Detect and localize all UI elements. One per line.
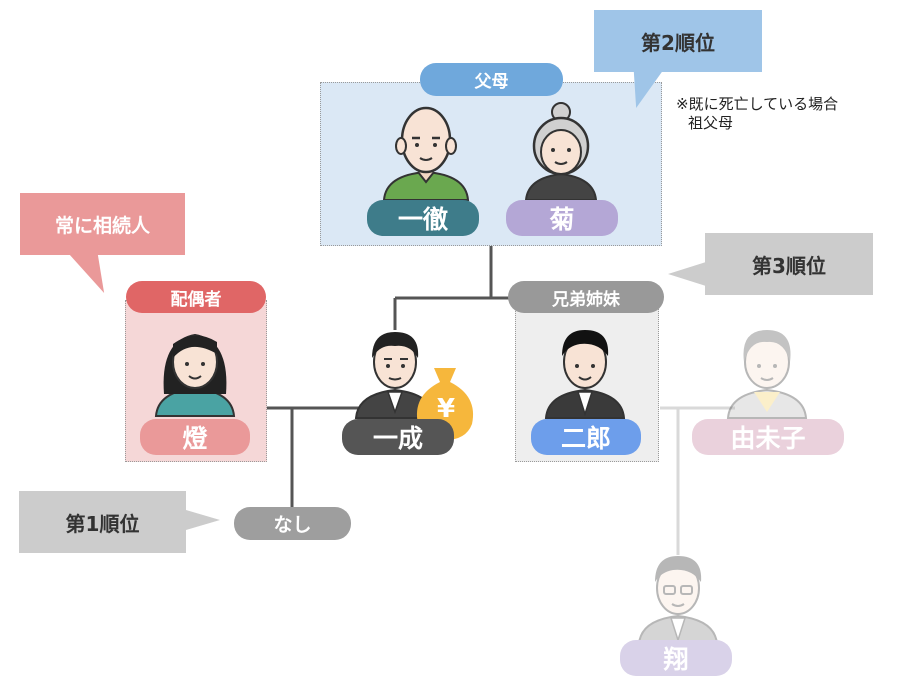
spouse-group-label: 配偶者	[126, 281, 266, 313]
parents-group-label: 父母	[420, 63, 563, 96]
mother-avatar-icon	[524, 102, 598, 201]
money-bag-yen-symbol: ¥	[436, 394, 456, 424]
brother-name-label: 二郎	[531, 419, 641, 455]
deceased-name-label: 一成	[342, 419, 454, 455]
nephew-avatar-icon	[637, 556, 719, 645]
rank1-callout: 第1順位	[19, 491, 186, 553]
children-none-label: なし	[234, 507, 351, 540]
spouse-avatar-icon	[154, 334, 236, 417]
grandparents-note-line1: ※既に死亡している場合	[676, 95, 839, 113]
grandparents-note: ※既に死亡している場合 祖父母	[676, 95, 838, 133]
sister-name-label: 由未子	[692, 419, 844, 455]
rank3-callout: 第3順位	[705, 233, 873, 295]
father-name-label: 一徹	[367, 200, 479, 236]
grandparents-note-line2: 祖父母	[688, 114, 734, 132]
always-heir-callout: 常に相続人	[20, 193, 185, 255]
brother-avatar-icon	[544, 330, 626, 419]
rank2-callout: 第2順位	[594, 10, 762, 72]
siblings-group-label: 兄弟姉妹	[508, 281, 664, 313]
rank3-callout-tail	[668, 262, 706, 286]
sister-avatar-icon	[726, 330, 808, 419]
nephew-name-label: 翔	[620, 640, 732, 676]
mother-name-label: 菊	[506, 200, 618, 236]
deceased-avatar-icon	[354, 332, 436, 419]
father-avatar-icon	[382, 106, 470, 201]
rank1-callout-tail	[186, 510, 220, 530]
spouse-name-label: 燈	[140, 419, 250, 455]
